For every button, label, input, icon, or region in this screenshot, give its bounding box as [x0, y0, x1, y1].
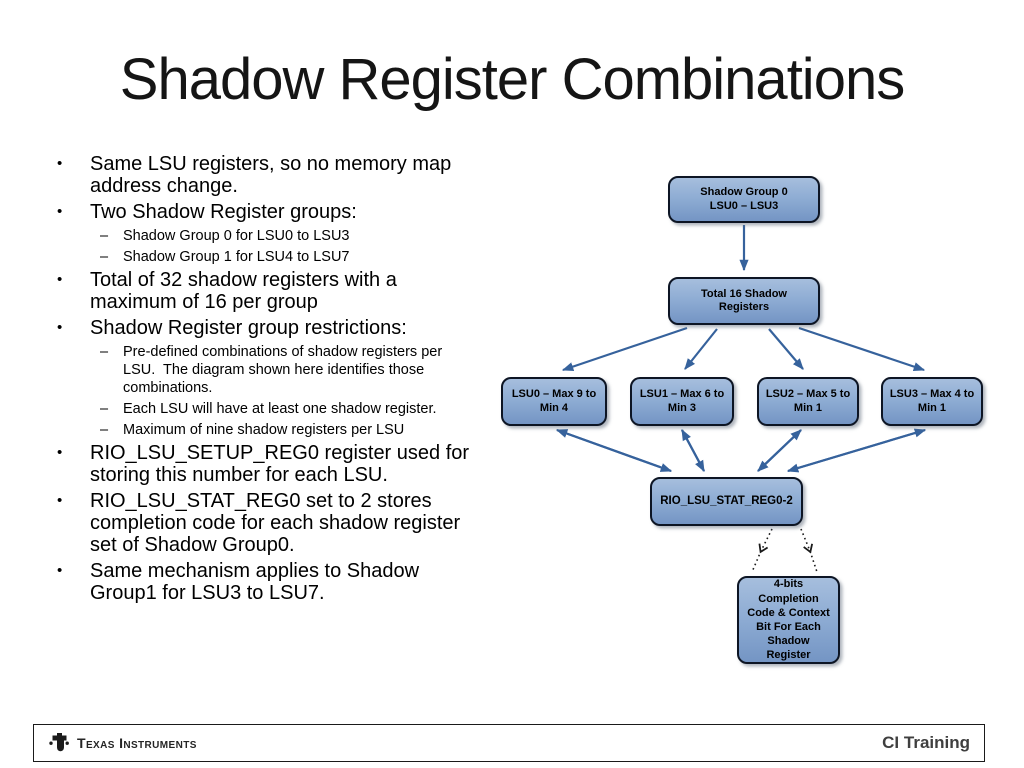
- bullet-marker: •: [57, 444, 63, 461]
- bullet-marker: •: [57, 271, 63, 288]
- list-item: – Shadow Group 0 for LSU0 to LSU3: [50, 227, 510, 245]
- brand: Texas Instruments: [48, 732, 197, 754]
- list-item: – Pre-defined combinations of shadow reg…: [50, 343, 510, 397]
- list-item: • RIO_LSU_STAT_REG0 set to 2 stores comp…: [50, 490, 510, 556]
- bullet-text: RIO_LSU_STAT_REG0 set to 2 stores comple…: [90, 490, 461, 556]
- list-item: • Total of 32 shadow registers with a ma…: [50, 269, 510, 313]
- bullet-text: Shadow Register group restrictions:: [90, 317, 407, 339]
- list-item: • Same LSU registers, so no memory map a…: [50, 153, 510, 197]
- bullet-marker: •: [57, 155, 63, 172]
- page-title: Shadow Register Combinations: [119, 47, 905, 112]
- node-4bits-completion-code: 4-bits Completion Code & Context Bit For…: [737, 576, 840, 664]
- dash-marker: –: [100, 228, 109, 244]
- node-lsu3-max-min: LSU3 – Max 4 to Min 1: [881, 377, 983, 426]
- bullet-text: Two Shadow Register groups:: [90, 201, 357, 223]
- bullet-text: Shadow Group 0 for LSU0 to LSU3: [123, 228, 350, 244]
- course-label: CI Training: [882, 733, 970, 752]
- list-item: – Each LSU will have at least one shadow…: [50, 400, 510, 418]
- bullet-text: Each LSU will have at least one shadow r…: [123, 401, 437, 417]
- bullet-list: • Same LSU registers, so no memory map a…: [50, 153, 510, 608]
- bullet-marker: •: [57, 319, 63, 336]
- bullet-text: Total of 32 shadow registers with a maxi…: [90, 269, 397, 313]
- bullet-text: Shadow Group 1 for LSU4 to LSU7: [123, 249, 350, 265]
- bullet-text: Maximum of nine shadow registers per LSU: [123, 422, 405, 438]
- dash-marker: –: [100, 249, 109, 265]
- bullet-marker: •: [57, 203, 63, 220]
- dash-marker: –: [100, 422, 109, 438]
- bullet-text: Same LSU registers, so no memory map add…: [90, 153, 452, 197]
- bullet-marker: •: [57, 492, 63, 509]
- node-lsu1-max-min: LSU1 – Max 6 to Min 3: [630, 377, 734, 426]
- footer-bar: Texas Instruments CI Training: [33, 724, 985, 762]
- ti-logo-icon: [49, 733, 69, 752]
- list-item: – Maximum of nine shadow registers per L…: [50, 421, 510, 439]
- node-lsu2-max-min: LSU2 – Max 5 to Min 1: [757, 377, 859, 426]
- node-shadow-group0: Shadow Group 0 LSU0 – LSU3: [668, 176, 820, 223]
- dash-marker: –: [100, 344, 109, 360]
- node-lsu0-max-min: LSU0 – Max 9 to Min 4: [501, 377, 607, 426]
- bullet-text: Same mechanism applies to Shadow Group1 …: [90, 560, 420, 604]
- bullet-text: RIO_LSU_SETUP_REG0 register used for sto…: [90, 442, 470, 486]
- bullet-marker: •: [57, 562, 63, 579]
- list-item: • RIO_LSU_SETUP_REG0 register used for s…: [50, 442, 510, 486]
- list-item: • Two Shadow Register groups:: [50, 201, 510, 223]
- bullet-text: Pre-defined combinations of shadow regis…: [123, 344, 443, 396]
- node-rio-lsu-stat-reg: RIO_LSU_STAT_REG0-2: [650, 477, 803, 526]
- node-total-16-shadow-registers: Total 16 Shadow Registers: [668, 277, 820, 325]
- list-item: • Shadow Register group restrictions:: [50, 317, 510, 339]
- dash-marker: –: [100, 401, 109, 417]
- list-item: • Same mechanism applies to Shadow Group…: [50, 560, 510, 604]
- list-item: – Shadow Group 1 for LSU4 to LSU7: [50, 248, 510, 266]
- brand-name: Texas Instruments: [77, 735, 197, 751]
